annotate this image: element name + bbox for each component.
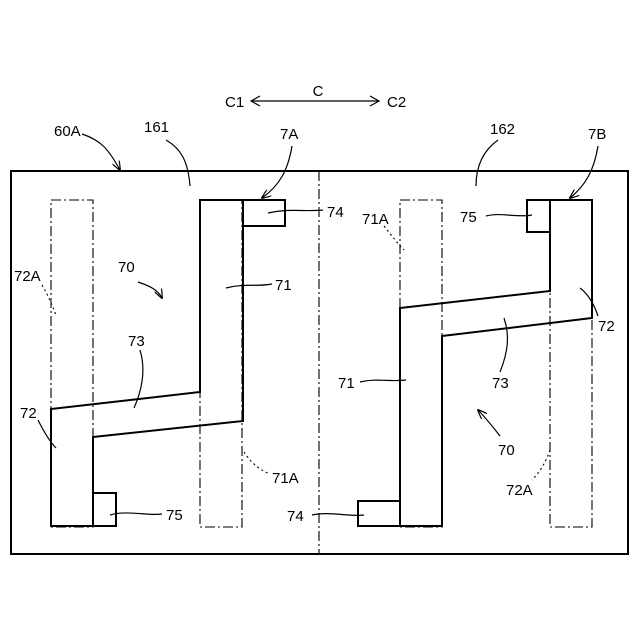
label-71a-left: 71A bbox=[272, 470, 299, 487]
direction-label-c: C bbox=[313, 83, 324, 100]
leader-161 bbox=[166, 140, 190, 186]
leader-162 bbox=[476, 140, 498, 186]
right-module bbox=[358, 200, 592, 527]
left-module bbox=[51, 200, 285, 527]
label-73-left: 73 bbox=[128, 333, 145, 350]
label-71-right: 71 bbox=[338, 375, 355, 392]
electrode-outline-left bbox=[51, 200, 285, 526]
label-75-left: 75 bbox=[166, 507, 183, 524]
leader-73-right bbox=[500, 318, 507, 372]
label-72-left: 72 bbox=[20, 405, 37, 422]
reference-labels: 60A 161 162 7A 7B 74 71 70 72A 73 72 71A… bbox=[14, 119, 615, 525]
phantom-region-72a-left bbox=[51, 200, 93, 527]
label-60a: 60A bbox=[54, 123, 81, 140]
leader-72-left bbox=[38, 420, 56, 448]
phantom-region-71a-left bbox=[200, 200, 242, 527]
leader-75-right bbox=[486, 215, 532, 216]
direction-label-c1: C1 bbox=[225, 94, 244, 111]
label-74-right: 74 bbox=[287, 508, 304, 525]
leader-71-left bbox=[226, 284, 272, 288]
label-162: 162 bbox=[490, 121, 515, 138]
leader-72a-right bbox=[532, 450, 550, 480]
leader-71a-right bbox=[384, 226, 404, 250]
leader-74-left bbox=[268, 210, 323, 213]
label-7b: 7B bbox=[588, 126, 606, 143]
label-70-left: 70 bbox=[118, 259, 135, 276]
label-71-left: 71 bbox=[275, 277, 292, 294]
leader-71a-left bbox=[244, 452, 270, 474]
leader-70-left bbox=[138, 282, 162, 298]
phantom-region-71a-right bbox=[400, 200, 442, 527]
electrode-outline-right bbox=[358, 200, 592, 526]
label-161: 161 bbox=[144, 119, 169, 136]
leader-75-left bbox=[110, 513, 162, 515]
label-7a: 7A bbox=[280, 126, 298, 143]
direction-indicator: C C1 C2 bbox=[225, 83, 406, 111]
label-71a-right: 71A bbox=[362, 211, 389, 228]
label-75-right: 75 bbox=[460, 209, 477, 226]
direction-label-c2: C2 bbox=[387, 94, 406, 111]
label-72-right: 72 bbox=[598, 318, 615, 335]
leader-72a-left bbox=[42, 285, 56, 315]
leader-60a bbox=[82, 134, 120, 170]
label-72a-left: 72A bbox=[14, 268, 41, 285]
label-74-left: 74 bbox=[327, 204, 344, 221]
phantom-region-72a-right bbox=[550, 200, 592, 527]
leader-72-right bbox=[580, 288, 598, 316]
label-73-right: 73 bbox=[492, 375, 509, 392]
leader-70-right bbox=[478, 410, 500, 436]
label-72a-right: 72A bbox=[506, 482, 533, 499]
leader-74-right bbox=[312, 514, 364, 516]
label-70-right: 70 bbox=[498, 442, 515, 459]
